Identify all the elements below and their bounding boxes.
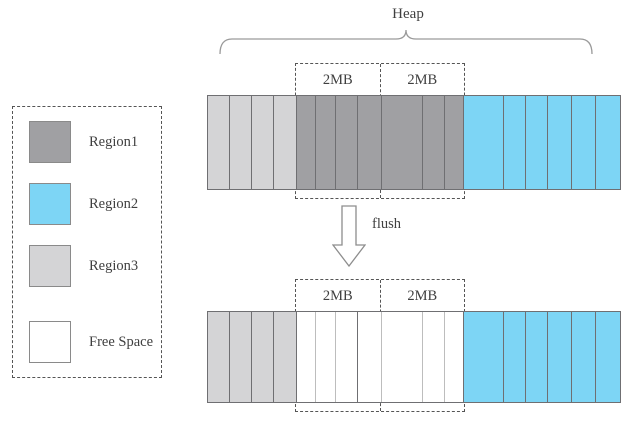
legend-item-region3: Region3 — [29, 245, 138, 287]
memory-cell — [526, 312, 549, 402]
mb-label-top-2: 2MB — [407, 72, 438, 88]
flush-arrow-icon — [331, 205, 367, 268]
legend-item-region2: Region2 — [29, 183, 138, 225]
memory-cell — [548, 312, 573, 402]
memory-cell — [422, 96, 445, 189]
memory-cell — [251, 312, 274, 402]
heap-brace — [218, 29, 594, 55]
memory-cell — [572, 312, 597, 402]
memory-bar-after-flush — [207, 311, 621, 403]
mb-label-top-1: 2MB — [322, 72, 353, 88]
memory-cell — [504, 96, 527, 189]
memory-cell — [336, 96, 359, 189]
memory-cell — [316, 312, 337, 402]
legend-swatch-free-space — [29, 321, 71, 363]
memory-cell — [358, 96, 383, 189]
heap-label: Heap — [392, 6, 424, 22]
memory-cell — [382, 312, 423, 402]
memory-cell — [382, 96, 423, 189]
memory-cell — [504, 312, 527, 402]
memory-cell — [548, 96, 573, 189]
legend-swatch-region1 — [29, 121, 71, 163]
mb-label-bottom-2: 2MB — [407, 288, 438, 304]
memory-bar-before-flush — [207, 95, 621, 190]
memory-cell — [596, 96, 620, 189]
memory-cell — [251, 96, 274, 189]
memory-cell — [358, 312, 383, 402]
legend-swatch-region3 — [29, 245, 71, 287]
mb-label-bottom-1: 2MB — [322, 288, 353, 304]
memory-cell — [463, 96, 505, 189]
memory-cell — [316, 96, 337, 189]
memory-cell — [208, 312, 230, 402]
memory-cell — [229, 96, 252, 189]
legend-swatch-region2 — [29, 183, 71, 225]
memory-cell — [444, 312, 464, 402]
memory-cell — [463, 312, 505, 402]
memory-cell — [526, 96, 549, 189]
legend-label-region2: Region2 — [89, 195, 139, 212]
legend-label-region1: Region1 — [89, 133, 139, 150]
legend-item-free-space: Free Space — [29, 321, 153, 363]
legend-label-free-space: Free Space — [89, 333, 154, 350]
memory-cell — [296, 96, 317, 189]
legend-item-region1: Region1 — [29, 121, 138, 163]
memory-cell — [273, 312, 297, 402]
memory-cell — [273, 96, 297, 189]
memory-cell — [336, 312, 359, 402]
memory-cell — [572, 96, 597, 189]
memory-cell — [422, 312, 445, 402]
flush-label: flush — [372, 216, 401, 232]
legend-label-region3: Region3 — [89, 257, 139, 274]
memory-cell — [296, 312, 317, 402]
memory-cell — [596, 312, 620, 402]
memory-cell — [229, 312, 252, 402]
memory-cell — [444, 96, 464, 189]
memory-cell — [208, 96, 230, 189]
